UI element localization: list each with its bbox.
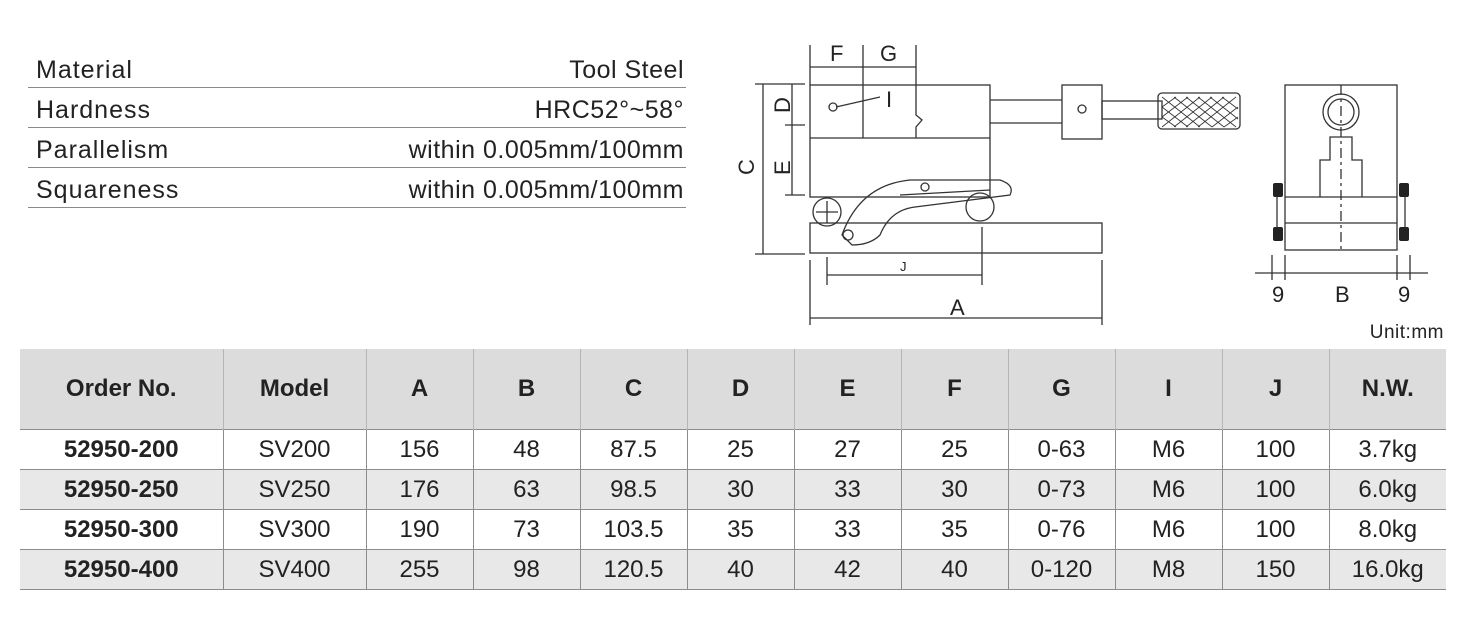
spec-row-material: Material Tool Steel <box>28 48 686 88</box>
cell-c: 87.5 <box>580 429 688 470</box>
spec-row-hardness: Hardness HRC52°~58° <box>28 88 686 128</box>
label-f: F <box>830 41 843 66</box>
spec-row-squareness: Squareness within 0.005mm/100mm <box>28 168 686 208</box>
header-i: I <box>1115 349 1223 430</box>
table-row: 52950-300 SV300 190 73 103.5 35 33 35 0-… <box>20 509 1446 550</box>
cell-e: 27 <box>794 429 902 470</box>
header-order-no: Order No. <box>20 349 224 430</box>
header-model: Model <box>223 349 367 430</box>
table-row: 52950-200 SV200 156 48 87.5 25 27 25 0-6… <box>20 429 1446 470</box>
label-g: G <box>880 41 897 66</box>
spec-label: Hardness <box>36 96 151 124</box>
cell-i: M8 <box>1115 549 1223 590</box>
spec-value: within 0.005mm/100mm <box>408 176 684 204</box>
cell-g: 0-63 <box>1008 429 1116 470</box>
cell-a: 156 <box>366 429 474 470</box>
label-b: B <box>1335 282 1350 307</box>
header-f: F <box>901 349 1009 430</box>
header-nw: N.W. <box>1329 349 1446 430</box>
cell-model: SV300 <box>223 509 367 550</box>
cell-g: 0-73 <box>1008 469 1116 510</box>
cell-j: 150 <box>1222 549 1330 590</box>
header-g: G <box>1008 349 1116 430</box>
header-c: C <box>580 349 688 430</box>
cell-a: 176 <box>366 469 474 510</box>
cell-j: 100 <box>1222 429 1330 470</box>
cell-nw: 6.0kg <box>1329 469 1446 510</box>
cell-order-no: 52950-300 <box>20 509 224 550</box>
spec-value: HRC52°~58° <box>534 96 684 124</box>
cell-d: 30 <box>687 469 795 510</box>
table-row: 52950-250 SV250 176 63 98.5 30 33 30 0-7… <box>20 469 1446 510</box>
cell-b: 63 <box>473 469 581 510</box>
label-d: D <box>770 97 795 113</box>
label-c: C <box>734 159 759 175</box>
cell-g: 0-76 <box>1008 509 1116 550</box>
unit-label: Unit:mm <box>1369 322 1444 343</box>
cell-f: 40 <box>901 549 1009 590</box>
label-j: J <box>900 259 907 274</box>
header-a: A <box>366 349 474 430</box>
label-nine-right: 9 <box>1398 282 1410 307</box>
cell-b: 73 <box>473 509 581 550</box>
cell-i: M6 <box>1115 469 1223 510</box>
cell-i: M6 <box>1115 429 1223 470</box>
label-nine-left: 9 <box>1272 282 1284 307</box>
cell-order-no: 52950-250 <box>20 469 224 510</box>
spec-label: Squareness <box>36 176 180 204</box>
cell-f: 25 <box>901 429 1009 470</box>
cell-c: 98.5 <box>580 469 688 510</box>
cell-b: 48 <box>473 429 581 470</box>
header-j: J <box>1222 349 1330 430</box>
cell-nw: 3.7kg <box>1329 429 1446 470</box>
cell-a: 255 <box>366 549 474 590</box>
header-e: E <box>794 349 902 430</box>
spec-list: Material Tool Steel Hardness HRC52°~58° … <box>28 48 686 208</box>
spec-row-parallelism: Parallelism within 0.005mm/100mm <box>28 128 686 168</box>
cell-g: 0-120 <box>1008 549 1116 590</box>
cell-c: 120.5 <box>580 549 688 590</box>
cell-b: 98 <box>473 549 581 590</box>
vise-side-view-drawing: F G I C D E J A <box>730 35 1250 330</box>
cell-i: M6 <box>1115 509 1223 550</box>
cell-f: 35 <box>901 509 1009 550</box>
header-b: B <box>473 349 581 430</box>
spec-value: Tool Steel <box>569 56 684 84</box>
cell-e: 33 <box>794 469 902 510</box>
cell-model: SV250 <box>223 469 367 510</box>
table-row: 52950-400 SV400 255 98 120.5 40 42 40 0-… <box>20 549 1446 590</box>
label-i: I <box>886 87 892 112</box>
label-e: E <box>770 160 795 175</box>
cell-nw: 16.0kg <box>1329 549 1446 590</box>
cell-order-no: 52950-400 <box>20 549 224 590</box>
spec-label: Parallelism <box>36 136 170 164</box>
cell-order-no: 52950-200 <box>20 429 224 470</box>
cell-c: 103.5 <box>580 509 688 550</box>
cell-d: 35 <box>687 509 795 550</box>
spec-value: within 0.005mm/100mm <box>408 136 684 164</box>
cell-e: 42 <box>794 549 902 590</box>
table-header-row: Order No. Model A B C D E F G I J N.W. <box>20 349 1446 430</box>
cell-j: 100 <box>1222 469 1330 510</box>
cell-d: 40 <box>687 549 795 590</box>
header-d: D <box>687 349 795 430</box>
cell-f: 30 <box>901 469 1009 510</box>
cell-a: 190 <box>366 509 474 550</box>
vise-end-view-drawing: 9 B 9 <box>1250 75 1435 315</box>
model-spec-table: Order No. Model A B C D E F G I J N.W. 5… <box>20 349 1446 590</box>
cell-j: 100 <box>1222 509 1330 550</box>
spec-label: Material <box>36 56 133 84</box>
cell-model: SV400 <box>223 549 367 590</box>
cell-d: 25 <box>687 429 795 470</box>
cell-e: 33 <box>794 509 902 550</box>
cell-model: SV200 <box>223 429 367 470</box>
cell-nw: 8.0kg <box>1329 509 1446 550</box>
label-a: A <box>950 295 965 320</box>
